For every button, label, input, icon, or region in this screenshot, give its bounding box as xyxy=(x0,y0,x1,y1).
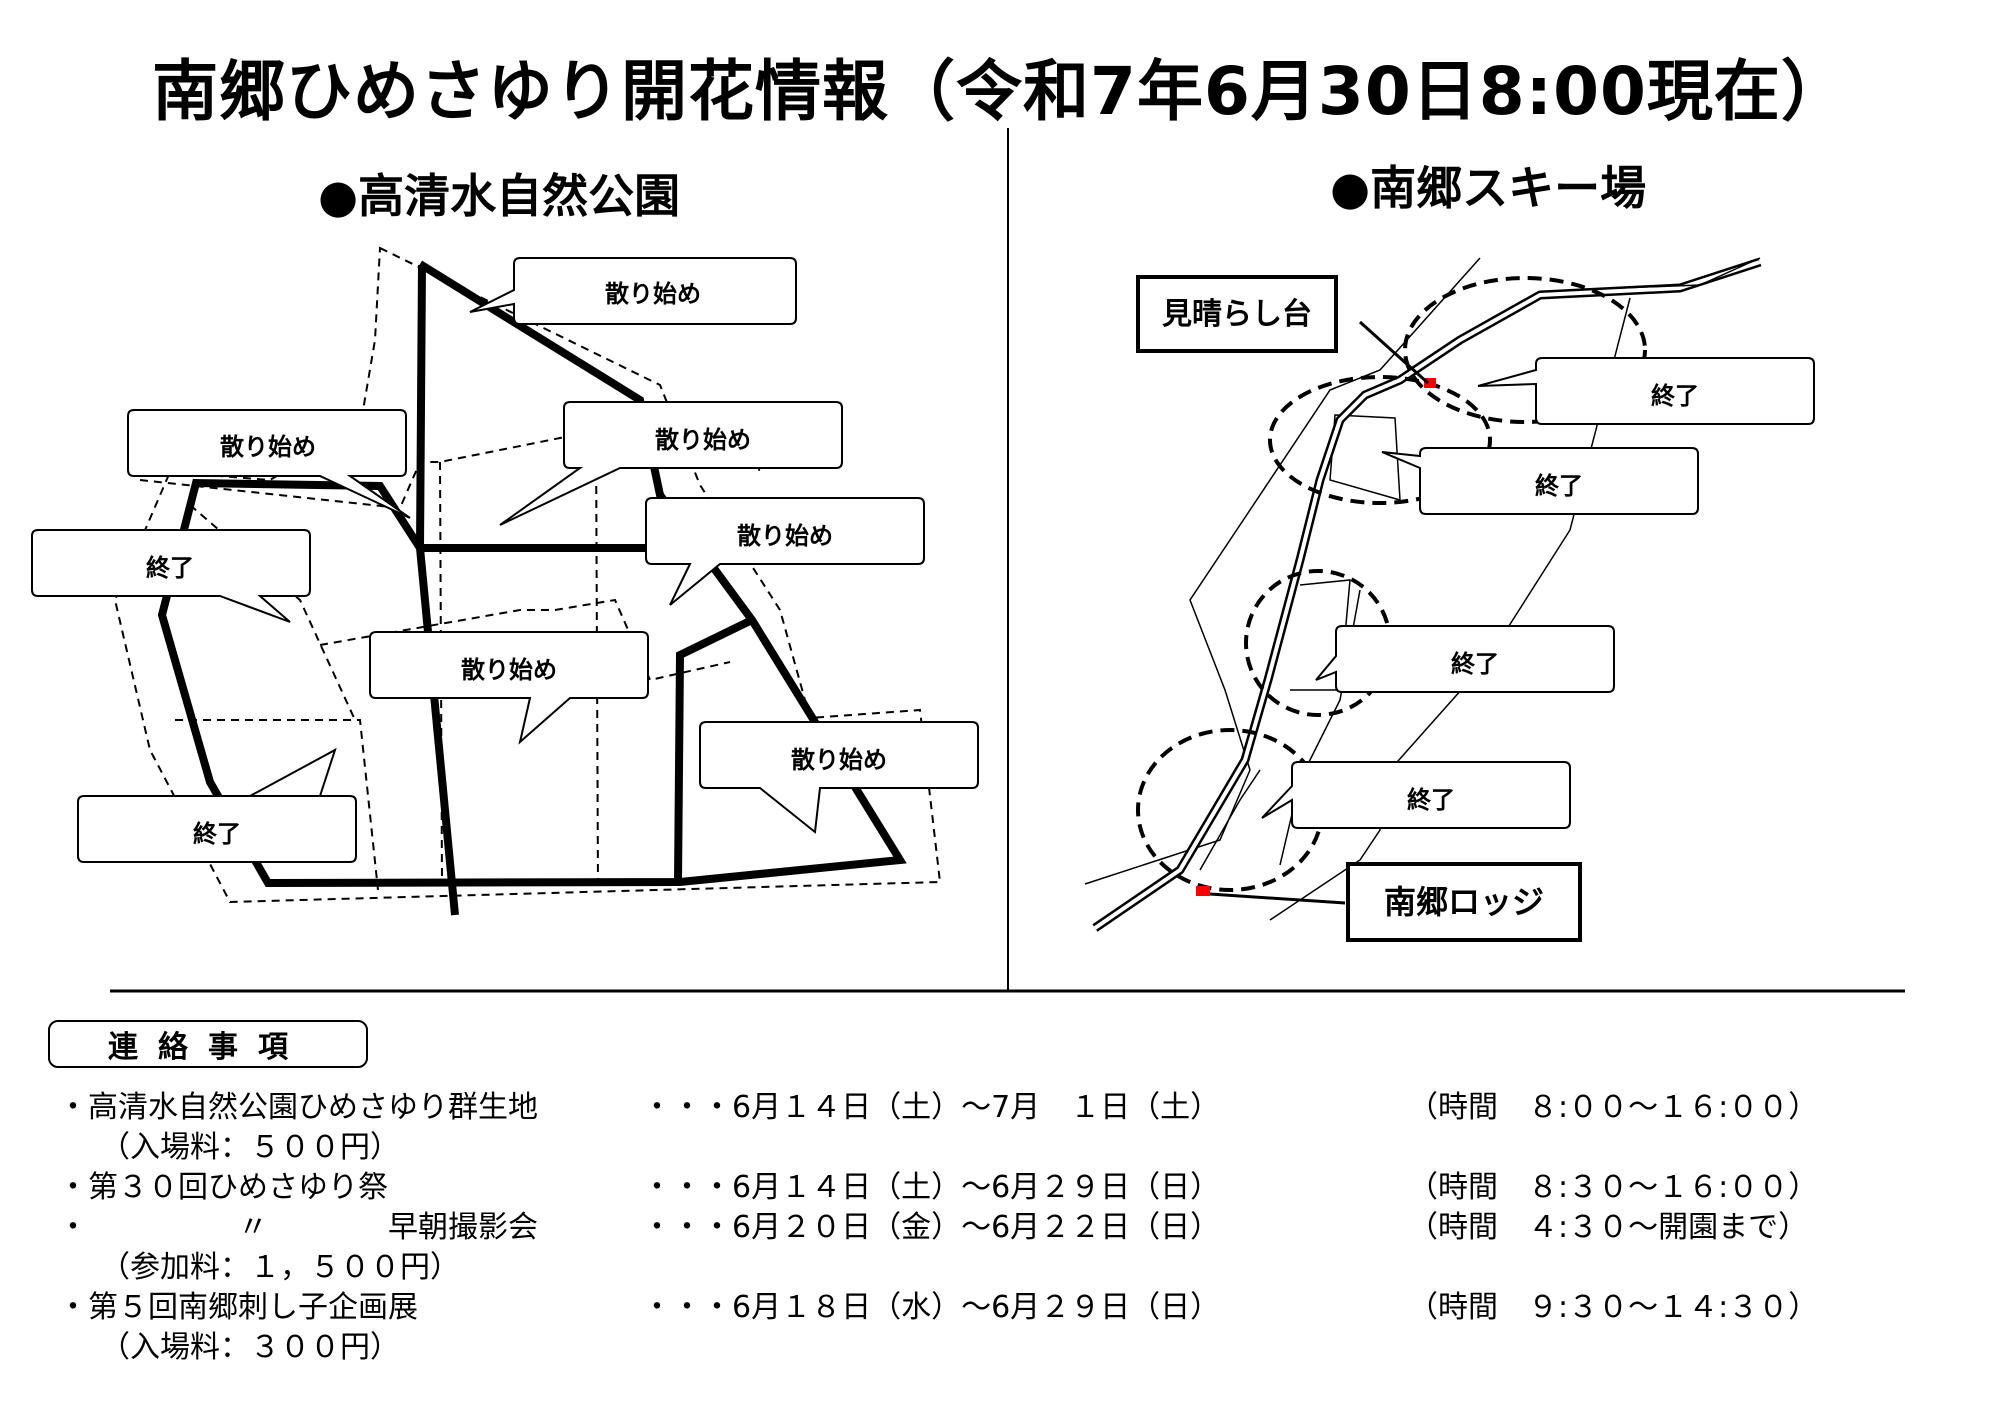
internal-path xyxy=(319,598,731,682)
callout-c2: 散り始め xyxy=(127,409,411,519)
right-map-heading: ●南郷スキー場 xyxy=(1330,161,1647,215)
notes-row-dates: ・・・6月１４日（土）～6月２９日（日） xyxy=(642,1170,1221,1205)
callout-r3: 終了 xyxy=(1315,625,1615,693)
area-circle xyxy=(1268,375,1492,505)
notes-heading: 連絡事項 xyxy=(48,1020,368,1068)
callout-c5: 散り始め xyxy=(645,497,925,606)
left-map: 散り始め 散り始め 散り始め 終了 散り始め 散り始め xyxy=(31,246,979,916)
callout-c5-text: 散り始め xyxy=(737,522,833,550)
lodge-marker xyxy=(1196,886,1210,896)
lookout-label-text: 見晴らし台 xyxy=(1162,297,1312,332)
notes-row-sub: （参加料：１，５００円） xyxy=(100,1250,460,1285)
notes-row-name: ・第３０回ひめさゆり祭 xyxy=(58,1170,388,1205)
notes-row-name: ・第５回南郷刺し子企画展 xyxy=(58,1290,418,1325)
callout-c6-text: 散り始め xyxy=(461,656,557,684)
internal-path xyxy=(175,719,379,891)
notes-row-dates: ・・・6月１４日（土）～7月 １日（土） xyxy=(642,1090,1221,1125)
area-circle xyxy=(1403,276,1647,424)
notes-row-time: （時間 ９:３０～１４:３０） xyxy=(1408,1290,1819,1325)
notes-row: ・第３０回ひめさゆり祭 ・・・6月１４日（土）～6月２９日（日） （時間 ８:３… xyxy=(48,1162,1948,1205)
notes-row-time: （時間 ８:３０～１６:００） xyxy=(1408,1170,1819,1205)
notes-row-sub: （入場料：５００円） xyxy=(100,1130,400,1165)
main-trail xyxy=(157,260,907,888)
notes-row: ・第５回南郷刺し子企画展 ・・・6月１８日（水）～6月２９日（日） （時間 ９:… xyxy=(48,1282,1948,1325)
lookout-marker xyxy=(1424,378,1436,388)
notes-row-name: ・高清水自然公園ひめさゆり群生地 xyxy=(58,1090,538,1125)
right-map: 見晴らし台 南郷ロッジ 終了 終了 終了 終了 xyxy=(1084,257,1815,942)
callout-c7-text: 散り始め xyxy=(791,746,887,774)
callout-c1: 散り始め xyxy=(469,257,797,325)
notes-row-name: ・ 〃 早朝撮影会 xyxy=(58,1210,538,1245)
terrain-line xyxy=(1269,297,1631,921)
notes-row-sub: （入場料：３００円） xyxy=(100,1330,400,1365)
callout-r2: 終了 xyxy=(1381,447,1699,515)
callout-c7: 散り始め xyxy=(699,721,979,834)
terrain-line xyxy=(1199,769,1261,871)
callout-r3-text: 終了 xyxy=(1451,650,1499,678)
notes-row-time: （時間 ４:３０～開園まで） xyxy=(1408,1210,1809,1245)
left-map-heading: ●高清水自然公園 xyxy=(318,169,681,223)
notes-row-dates: ・・・6月１８日（水）～6月２９日（日） xyxy=(642,1290,1221,1325)
callout-c2-text: 散り始め xyxy=(220,433,316,461)
callout-r2-text: 終了 xyxy=(1535,472,1583,500)
callout-c6: 散り始め xyxy=(369,631,649,745)
callout-c8-text: 終了 xyxy=(193,820,241,848)
page-title: 南郷ひめさゆり開花情報（令和7年6月30日8:00現在） xyxy=(152,53,1848,130)
lodge-label-text: 南郷ロッジ xyxy=(1384,883,1544,921)
callout-c8: 終了 xyxy=(77,747,357,863)
lookout-label: 見晴らし台 xyxy=(1136,275,1338,353)
callout-r1: 終了 xyxy=(1477,357,1815,425)
notes-row: ・高清水自然公園ひめさゆり群生地 ・・・6月１４日（土）～7月 １日（土） （時… xyxy=(48,1082,1948,1125)
main-trail xyxy=(674,616,754,883)
callout-c4-text: 終了 xyxy=(146,554,194,582)
callout-c1-text: 散り始め xyxy=(605,280,701,308)
callout-r1-text: 終了 xyxy=(1651,382,1699,410)
callout-r4: 終了 xyxy=(1261,761,1571,829)
lookout-leader xyxy=(1358,320,1430,385)
main-trail xyxy=(416,547,459,916)
notes-row: ・ 〃 早朝撮影会 ・・・6月２０日（金）～6月２２日（日） （時間 ４:３０～… xyxy=(48,1202,1948,1245)
road-center xyxy=(1093,260,1761,930)
callout-c3-text: 散り始め xyxy=(655,426,751,454)
callout-c3: 散り始め xyxy=(499,401,843,526)
maps-svg: 散り始め 散り始め 散り始め 終了 散り始め 散り始め xyxy=(31,128,1905,993)
lodge-leader xyxy=(1209,892,1346,905)
notes-row-time: （時間 ８:００～１６:００） xyxy=(1408,1090,1819,1125)
callout-c4: 終了 xyxy=(31,529,311,623)
callout-r4-text: 終了 xyxy=(1407,786,1455,814)
lodge-label: 南郷ロッジ xyxy=(1346,862,1582,942)
notes-row-dates: ・・・6月２０日（金）～6月２２日（日） xyxy=(642,1210,1221,1245)
